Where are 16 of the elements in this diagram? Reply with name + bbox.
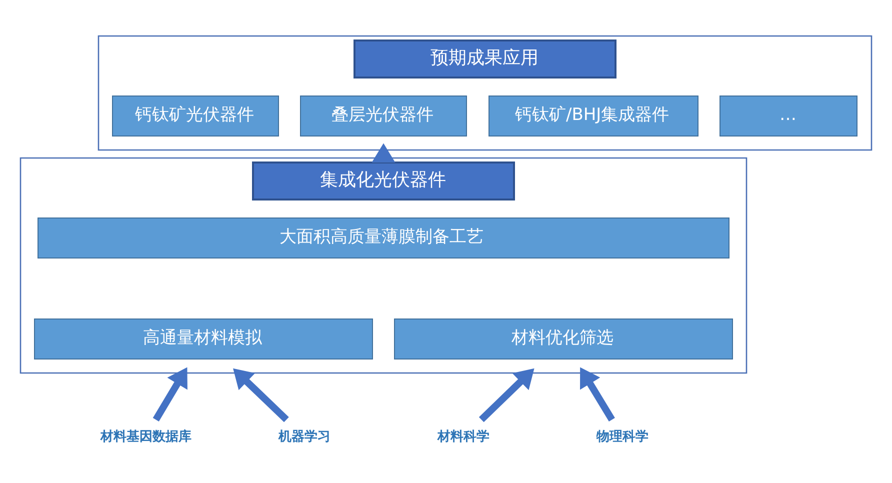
node-box: 叠层光伏器件	[300, 95, 467, 136]
node-box: 钙钛矿/BHJ集成器件	[488, 95, 698, 136]
arrow	[152, 366, 188, 421]
node-box: …	[720, 95, 858, 136]
node-text: 物理科学	[596, 428, 648, 444]
arrow	[233, 368, 289, 422]
arrow	[372, 142, 396, 162]
node-box: 大面积高质量薄膜制备工艺	[38, 217, 730, 258]
arrow	[478, 368, 534, 422]
node-text: 机器学习	[278, 428, 330, 444]
node-text: 材料基因数据库	[100, 428, 192, 444]
arrow	[580, 366, 615, 421]
node-box: 高通量材料模拟	[34, 318, 373, 359]
node-box: 钙钛矿光伏器件	[112, 95, 279, 136]
node-text: 材料科学	[438, 428, 490, 444]
node-box: 材料优化筛选	[394, 318, 733, 359]
